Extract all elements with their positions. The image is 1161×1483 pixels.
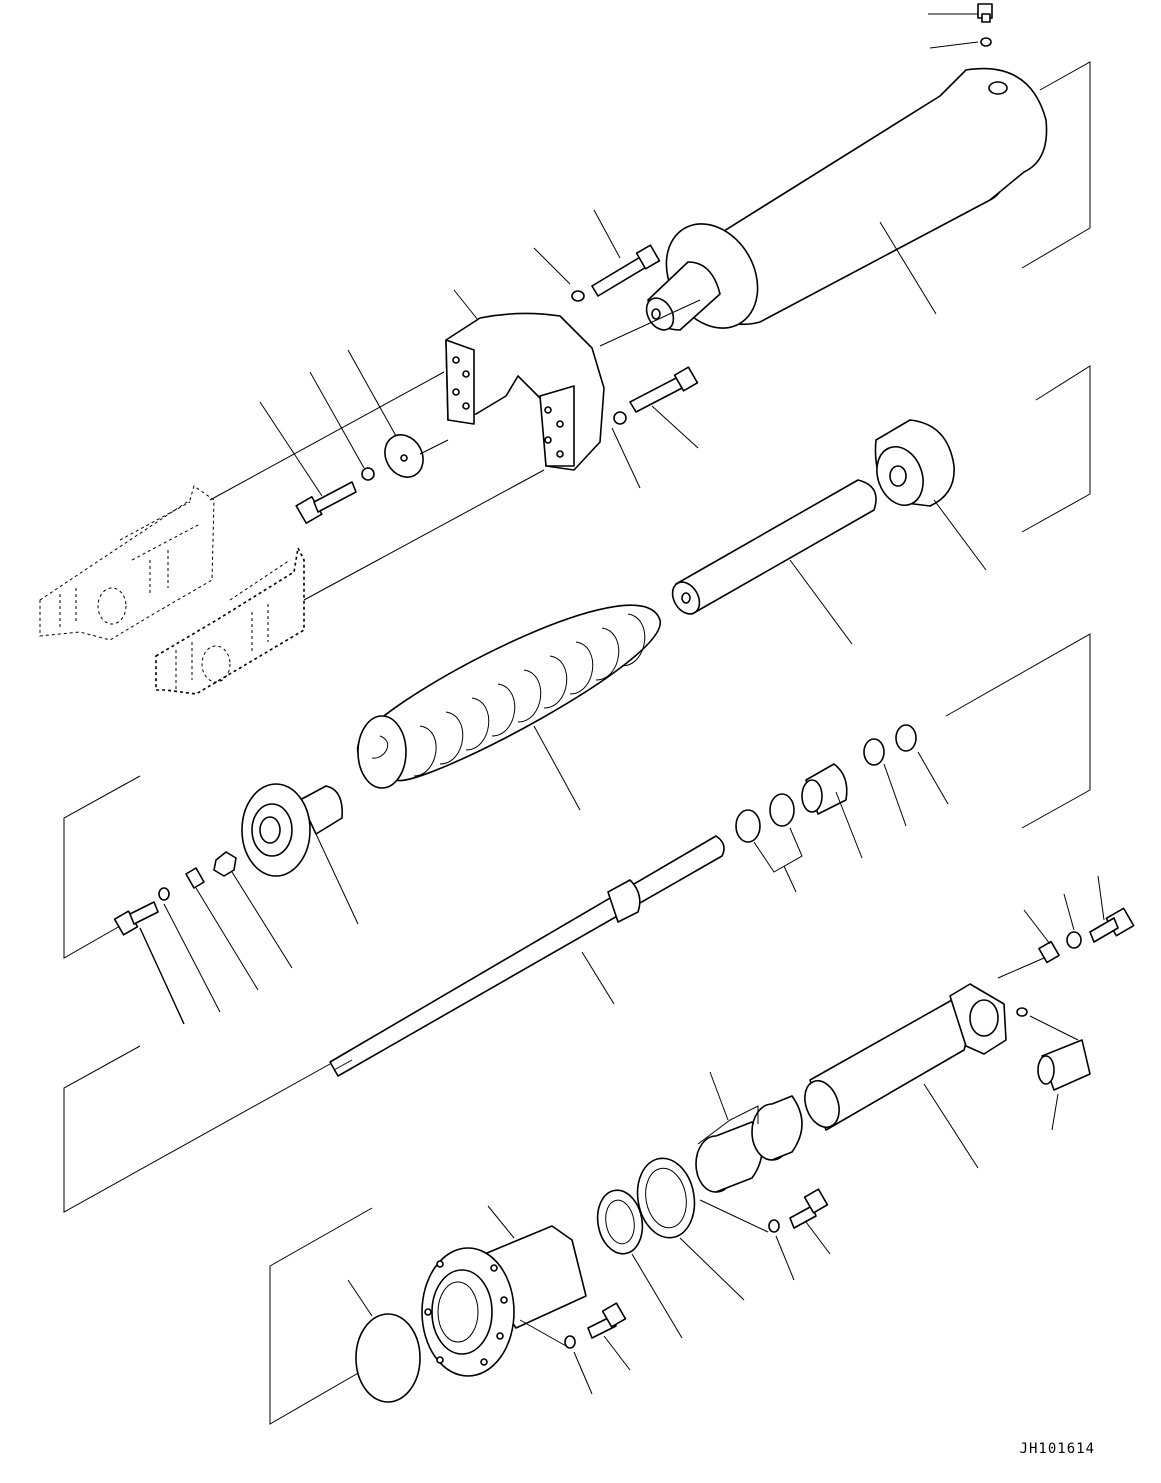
group-brackets [63, 61, 1091, 1425]
yoke-bracket-icon [445, 289, 605, 471]
recoil-cylinder-icon [599, 67, 1048, 347]
damper-block-icon [874, 419, 987, 571]
o-ring-icon [347, 1279, 421, 1403]
bushing-icon [1037, 1039, 1091, 1131]
track-frame-sketch-icon [39, 371, 545, 695]
cylinder-housing-icon [804, 983, 1007, 1169]
seal-rings-icon [735, 724, 949, 893]
gasket-bolt-icon [699, 1188, 831, 1281]
spring-holder-icon [241, 783, 359, 925]
housing-bolt-icon [519, 1302, 631, 1395]
top-fittings [928, 3, 993, 49]
upper-bolt-icon [533, 209, 661, 302]
grease-fitting-icon [997, 875, 1135, 1041]
lower-bolt-icon [113, 851, 293, 1025]
guide-tube-icon [671, 479, 877, 645]
side-bolt-icon [259, 349, 449, 524]
recoil-spring-icon [356, 604, 661, 811]
drawing-code-label: JH101614 [1019, 1441, 1095, 1457]
front-housing-icon [421, 1205, 587, 1377]
bushing-pair-icon [695, 1071, 803, 1193]
piston-rod-icon [329, 835, 725, 1077]
bracket-bolt-icon [611, 366, 699, 489]
gasket-icon [596, 1157, 745, 1339]
